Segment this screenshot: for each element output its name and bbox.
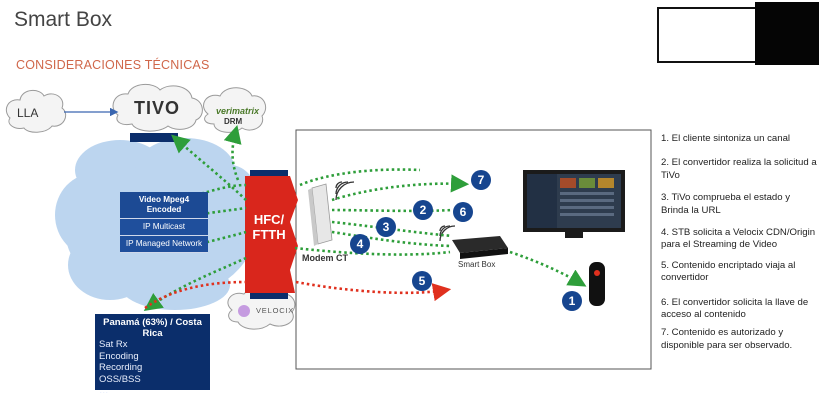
modem-label: Modem CT (302, 253, 348, 263)
smart-box-label: Smart Box (458, 260, 496, 269)
step-item-7: 7. Contenido es autorizado y disponible … (661, 327, 793, 351)
green-flows (143, 124, 587, 312)
velocix-logo-icon (238, 305, 250, 317)
panama-costa-rica-box: Panamá (63%) / Costa Rica Sat Rx Encodin… (95, 314, 210, 396)
remote-icon (589, 262, 605, 306)
panama-item: … (99, 385, 109, 396)
step-marker-1: 1 (562, 291, 582, 311)
tv-icon (523, 170, 625, 238)
stack-ip-managed-network: IP Managed Network (120, 236, 208, 253)
verimatrix-label: verimatrix (216, 106, 260, 116)
section-subtitle: CONSIDERACIONES TÉCNICAS (16, 58, 210, 72)
hfc-bottom-bar (250, 293, 288, 299)
step-item-3: 3. TiVo comprueba el estado y Brinda la … (661, 192, 791, 216)
stack-ip-multicast: IP Multicast (120, 219, 208, 236)
lla-cloud (5, 90, 67, 133)
verimatrix-cloud (203, 87, 267, 133)
stack-video-encoded: Video Mpeg4 Encoded (120, 192, 208, 219)
steps-list: 1. El cliente sintoniza un canal 2. El c… (661, 133, 817, 352)
panama-title: Panamá (63%) / Costa Rica (103, 317, 202, 339)
tivo-bar (130, 133, 178, 142)
network-stack: Video Mpeg4 Encoded IP Multicast IP Mana… (120, 192, 208, 253)
lla-label: LLA (17, 106, 39, 120)
hfc-ftth-label: HFC/ FTTH (252, 212, 286, 242)
panama-item: OSS/BSS (99, 373, 141, 385)
step-item-2: 2. El convertidor realiza la solicitud a… (661, 157, 817, 181)
hfc-block (245, 176, 298, 293)
step-marker-7: 7 (471, 170, 491, 190)
velocix-label: VELOCIX (256, 306, 295, 315)
tivo-label: TIVO (134, 98, 181, 118)
modem-device (308, 183, 333, 246)
step-marker-6: 6 (453, 202, 473, 222)
step-item-5: 5. Contenido encriptado viaja al convert… (661, 259, 796, 284)
panama-item: Encoding (99, 350, 139, 362)
tivo-cloud (112, 84, 203, 132)
drm-label: DRM (224, 117, 243, 126)
step-marker-5: 5 (412, 271, 432, 291)
step-item-4: 4. STB solicita a Velocix CDN/Origin par… (661, 227, 816, 251)
wifi-icon (335, 181, 355, 201)
panama-item: Sat Rx (99, 339, 128, 350)
step-marker-3: 3 (376, 217, 396, 237)
step-item-1: 1. El cliente sintoniza un canal (661, 133, 791, 144)
logo-image (755, 2, 819, 65)
step-marker-2: 2 (413, 200, 433, 220)
hfc-top-bar (250, 170, 288, 176)
page-title: Smart Box (14, 8, 113, 31)
step-item-6: 6. El convertidor solicita la llave de a… (661, 296, 809, 321)
step-marker-4: 4 (350, 234, 370, 254)
smart-box-device (452, 236, 508, 259)
wifi-icon (439, 225, 456, 242)
panama-item: Recording (99, 362, 143, 373)
